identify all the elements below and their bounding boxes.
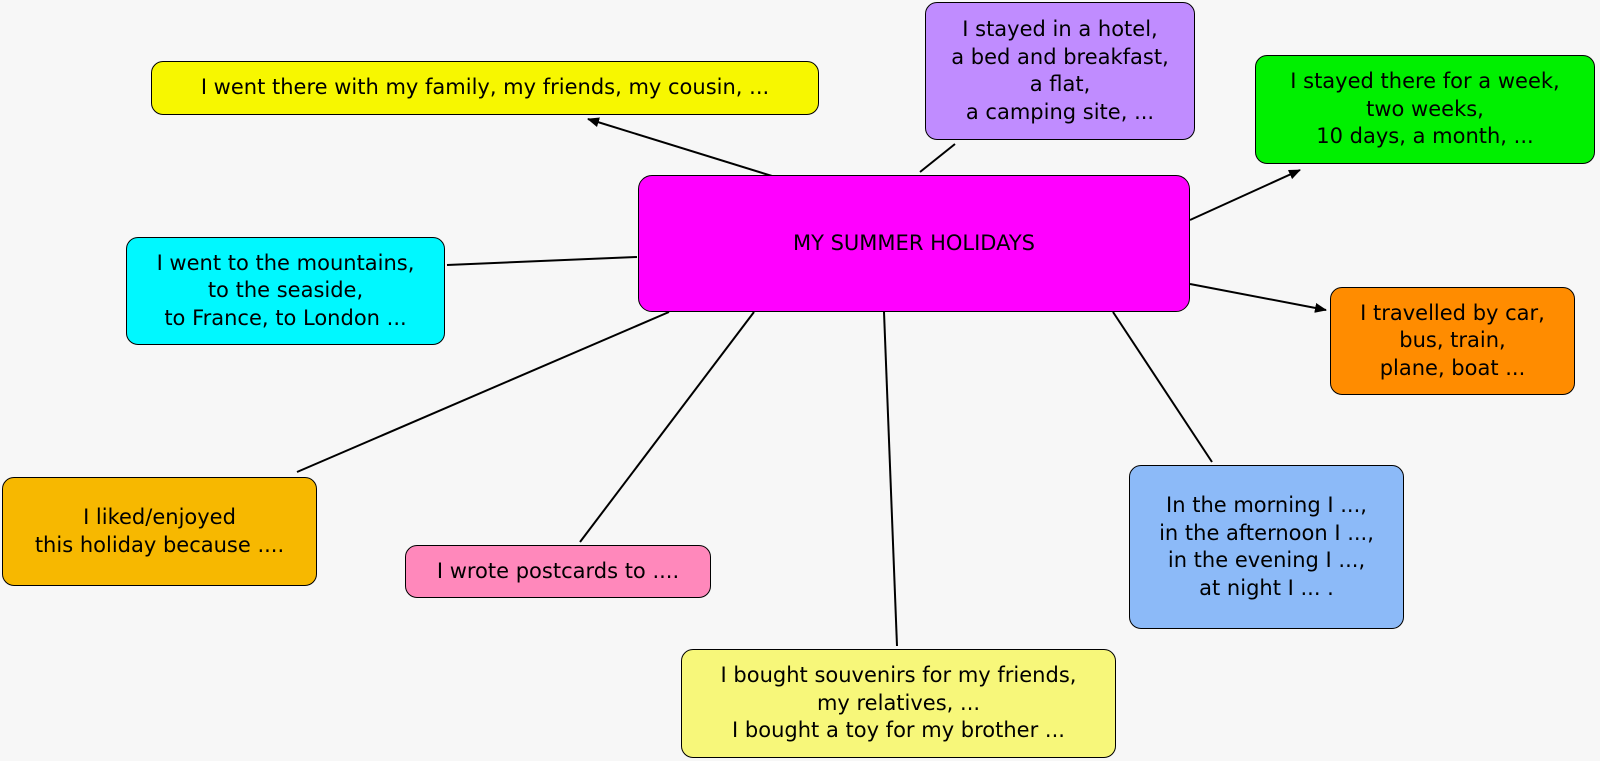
stay-place-node: I stayed in a hotel, a bed and breakfast… (925, 2, 1195, 140)
arrow-to-companions (587, 117, 773, 177)
connector-to-postcards (579, 311, 755, 543)
companions-node: I went there with my family, my friends,… (151, 61, 819, 115)
transport-node: I travelled by car, bus, train, plane, b… (1330, 287, 1575, 395)
connector-to-daily (1112, 311, 1213, 463)
connector-to-stay-place (919, 143, 956, 173)
opinion-node: I liked/enjoyed this holiday because ...… (2, 477, 317, 586)
destination-node: I went to the mountains, to the seaside,… (126, 237, 445, 345)
daily-routine-node: In the morning I ..., in the afternoon I… (1129, 465, 1404, 629)
connector-to-opinion (296, 311, 670, 473)
souvenirs-node: I bought souvenirs for my friends, my re… (681, 649, 1116, 758)
arrow-to-transport (1189, 283, 1327, 313)
connector-to-souvenirs (883, 311, 898, 647)
duration-node: I stayed there for a week, two weeks, 10… (1255, 55, 1595, 164)
central-topic: MY SUMMER HOLIDAYS (638, 175, 1190, 312)
connector-to-destination (446, 256, 638, 266)
postcards-node: I wrote postcards to .... (405, 545, 711, 598)
arrow-to-duration (1189, 169, 1301, 221)
